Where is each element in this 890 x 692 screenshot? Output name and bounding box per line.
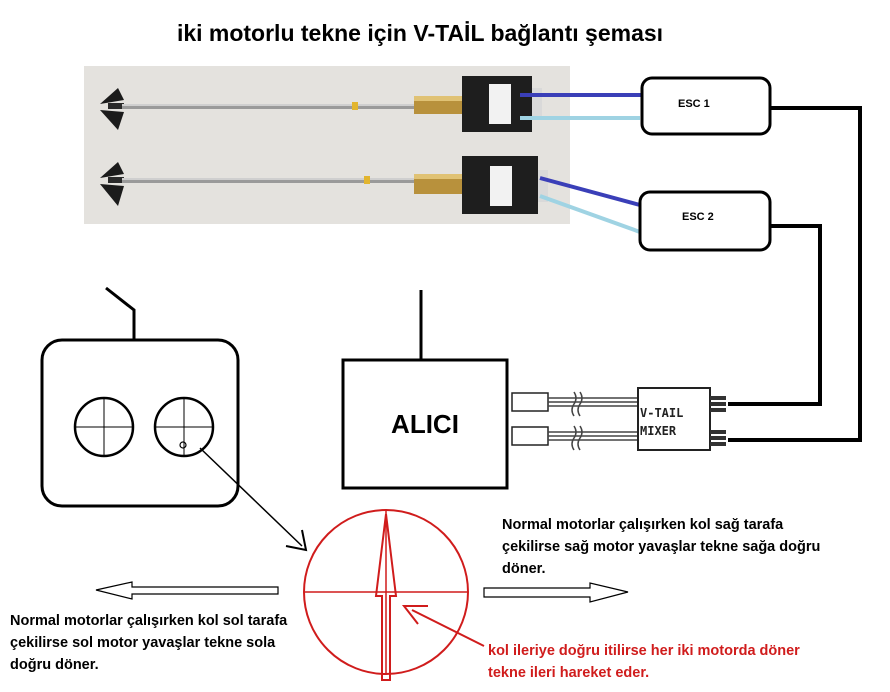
mixer-cables — [511, 391, 640, 451]
motor-photo-drawing — [84, 66, 570, 224]
caption-left-line1: Normal motorlar çalışırken kol sol taraf… — [10, 613, 288, 629]
motor-photo — [84, 66, 570, 224]
top-motor-assembly — [100, 76, 542, 132]
receiver-label: ALICI — [391, 408, 459, 439]
transmitter-body — [40, 338, 240, 508]
caption-forward-line1: kol ileriye doğru itilirse her iki motor… — [488, 643, 800, 659]
mixer-label-line1: V-TAIL — [640, 406, 684, 420]
receiver-box — [341, 358, 509, 490]
caption-right-turn: Normal motorlar çalışırken kol sağ taraf… — [502, 514, 820, 580]
caption-forward: kol ileriye doğru itilirse her iki motor… — [488, 640, 800, 684]
wire-motor2-light — [539, 194, 641, 234]
stick-dot — [179, 441, 187, 449]
mixer-label: V-TAIL MIXER — [640, 404, 683, 440]
esc1-label: ESC 1 — [678, 98, 710, 110]
esc2-box — [638, 190, 772, 252]
mixer-pins — [710, 396, 726, 446]
esc2-label: ESC 2 — [682, 211, 714, 223]
mixer-label-line2: MIXER — [640, 424, 677, 438]
forward-arrow — [374, 513, 398, 681]
caption-forward-line2: tekne ileri hareket eder. — [488, 665, 650, 681]
diagram-title: iki motorlu tekne için V-TAİL bağlantı ş… — [176, 20, 664, 46]
caption-left-line3: doğru döner. — [10, 657, 99, 673]
pointer-arrow — [199, 447, 303, 547]
wire-esc1-mixer — [728, 106, 862, 442]
caption-right-line2: çekilirse sağ motor yavaşlar tekne sağa … — [502, 539, 821, 555]
caption-left-line2: çekilirse sol motor yavaşlar tekne sola — [10, 635, 276, 651]
transmitter-antenna — [105, 286, 136, 340]
bottom-motor-assembly — [100, 156, 548, 214]
left-arrow — [95, 581, 279, 600]
mixer-box — [637, 387, 711, 451]
wire-motor2-dark — [539, 176, 641, 207]
caption-right-line3: döner. — [502, 561, 546, 577]
wire-esc2-mixer — [728, 224, 822, 406]
caption-right-line1: Normal motorlar çalışırken kol sağ taraf… — [502, 517, 784, 533]
right-arrow — [483, 582, 629, 603]
caption-left-turn: Normal motorlar çalışırken kol sol taraf… — [10, 610, 287, 676]
forward-pointer — [411, 609, 485, 647]
